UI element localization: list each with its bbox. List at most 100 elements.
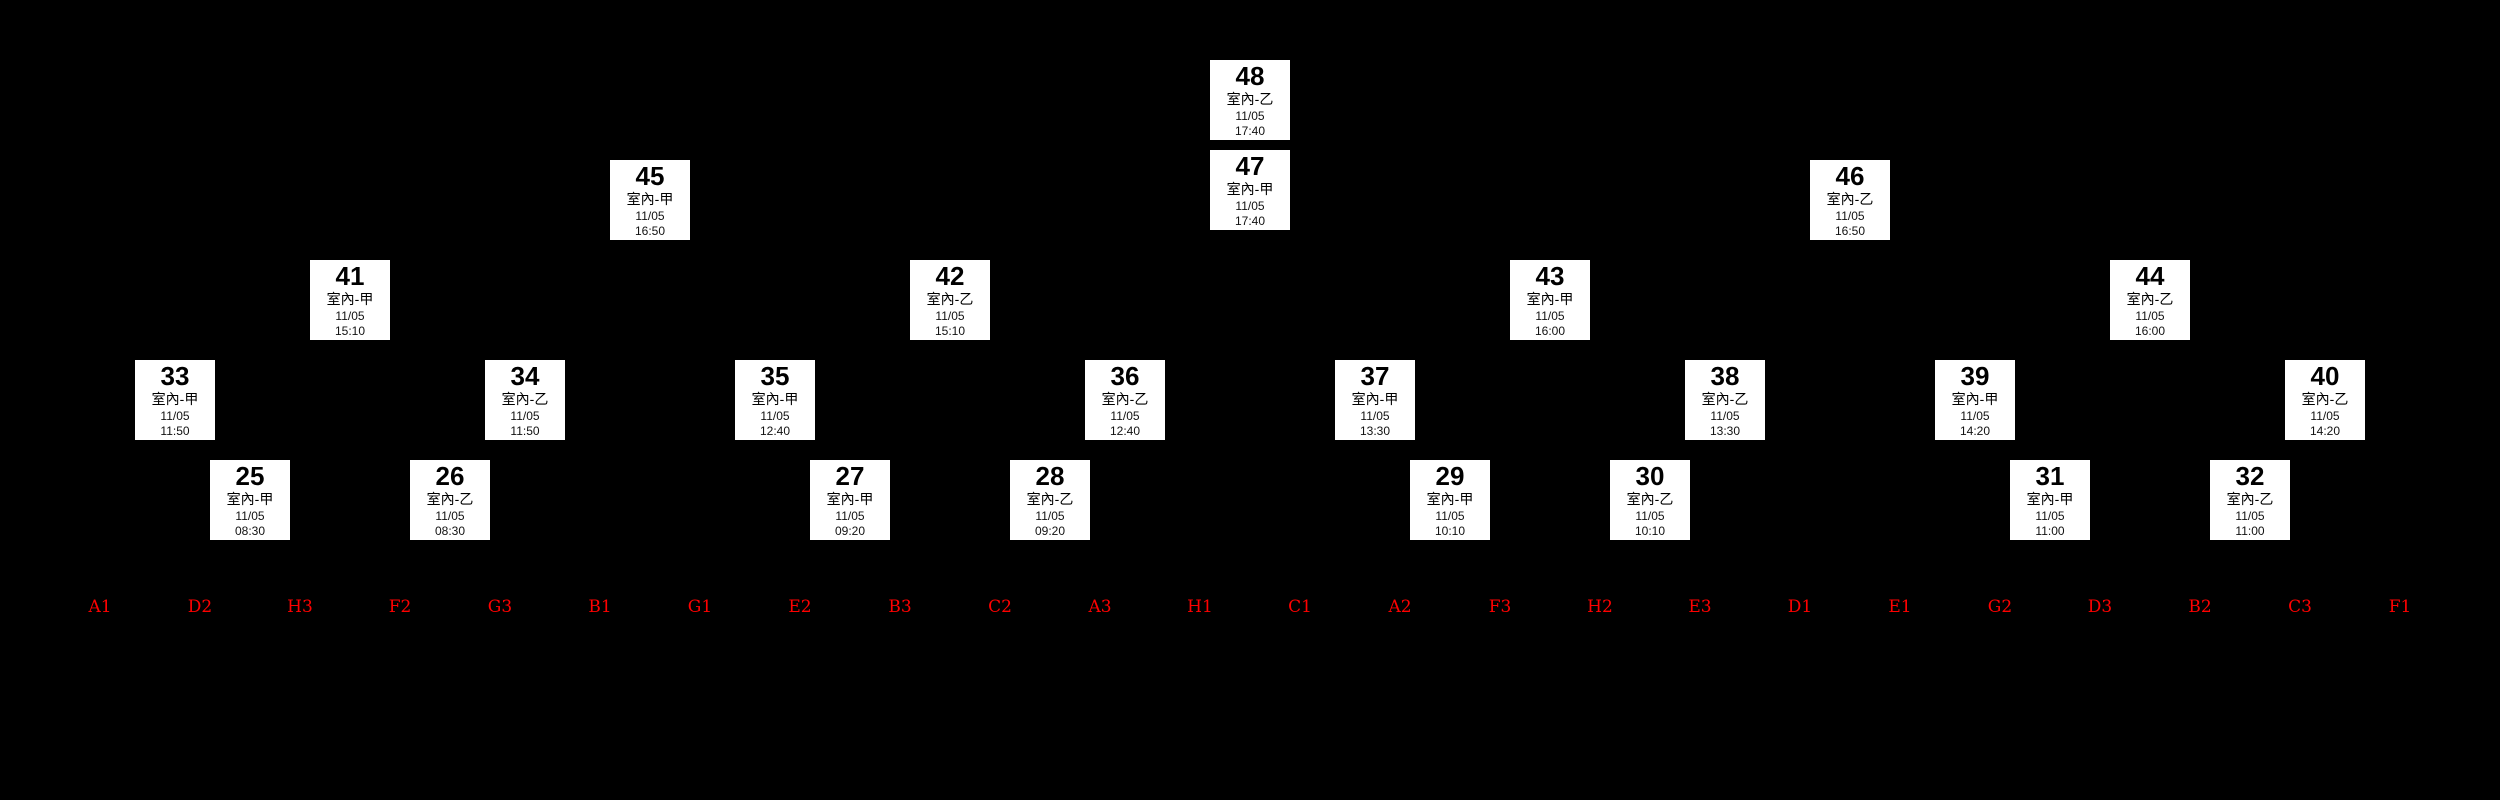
match-number: 35 [760, 361, 790, 391]
match-date: 11/05 [335, 309, 365, 323]
match-number: 46 [1835, 161, 1865, 191]
match-date: 11/05 [1035, 509, 1065, 523]
match-time: 09:20 [1034, 524, 1066, 538]
match-date: 11/05 [1235, 109, 1265, 123]
match-venue: 室內-乙 [426, 491, 474, 507]
seed-label-d2: D2 [187, 597, 213, 617]
match-venue: 室內-甲 [151, 391, 199, 407]
seed-label-e3: E3 [1688, 597, 1712, 617]
seed-label-b2: B2 [2188, 597, 2212, 617]
match-date: 11/05 [935, 309, 965, 323]
match-number: 48 [1235, 61, 1265, 91]
seed-label-g3: G3 [487, 597, 513, 617]
seed-label-h1: H1 [1187, 597, 1213, 617]
match-time: 16:50 [1834, 224, 1866, 238]
match-venue: 室內-甲 [1351, 391, 1399, 407]
match-venue: 室內-甲 [626, 191, 674, 207]
seed-label-c3: C3 [2288, 597, 2312, 617]
match-date: 11/05 [160, 409, 190, 423]
match-date: 11/05 [1435, 509, 1465, 523]
match-number: 43 [1535, 261, 1565, 291]
match-time: 17:40 [1234, 214, 1266, 228]
match-date: 11/05 [760, 409, 790, 423]
seed-label-c1: C1 [1288, 597, 1312, 617]
match-time: 16:00 [1534, 324, 1566, 338]
match-number: 30 [1635, 461, 1665, 491]
match-time: 11:00 [2035, 524, 2065, 538]
match-venue: 室內-甲 [1526, 291, 1574, 307]
match-venue: 室內-乙 [2126, 291, 2174, 307]
match-time: 15:10 [334, 324, 366, 338]
match-venue: 室內-乙 [1101, 391, 1149, 407]
seed-label-d3: D3 [2087, 597, 2113, 617]
seed-label-g2: G2 [1987, 597, 2013, 617]
seed-label-d1: D1 [1787, 597, 1813, 617]
match-date: 11/05 [2135, 309, 2165, 323]
match-time: 15:10 [934, 324, 966, 338]
match-number: 28 [1035, 461, 1065, 491]
match-time: 11:50 [510, 424, 540, 438]
match-date: 11/05 [2235, 509, 2265, 523]
seed-label-a3: A3 [1088, 597, 1112, 617]
match-time: 11:50 [160, 424, 190, 438]
match-time: 08:30 [234, 524, 266, 538]
match-venue: 室內-乙 [1226, 91, 1274, 107]
seed-label-b3: B3 [888, 597, 912, 617]
match-number: 26 [435, 461, 465, 491]
match-venue: 室內-乙 [1026, 491, 1074, 507]
match-venue: 室內-乙 [2301, 391, 2349, 407]
seed-label-h3: H3 [287, 597, 313, 617]
match-time: 11:00 [2235, 524, 2265, 538]
match-number: 47 [1235, 151, 1265, 181]
match-number: 42 [935, 261, 965, 291]
match-number: 34 [510, 361, 540, 391]
match-number: 44 [2135, 261, 2165, 291]
seed-label-a1: A1 [88, 597, 112, 617]
match-date: 11/05 [2310, 409, 2340, 423]
match-date: 11/05 [510, 409, 540, 423]
match-time: 10:10 [1634, 524, 1666, 538]
match-date: 11/05 [1635, 509, 1665, 523]
match-date: 11/05 [1360, 409, 1390, 423]
seed-label-a2: A2 [1388, 597, 1412, 617]
match-date: 11/05 [1710, 409, 1740, 423]
match-venue: 室內-甲 [1426, 491, 1474, 507]
match-time: 13:30 [1709, 424, 1741, 438]
match-date: 11/05 [1960, 409, 1990, 423]
match-time: 16:50 [634, 224, 666, 238]
seed-label-f1: F1 [2388, 597, 2412, 617]
match-venue: 室內-甲 [751, 391, 799, 407]
match-number: 45 [635, 161, 665, 191]
match-time: 16:00 [2134, 324, 2166, 338]
match-venue: 室內-乙 [1826, 191, 1874, 207]
seed-label-g1: G1 [687, 597, 713, 617]
match-number: 41 [335, 261, 365, 291]
seed-label-c2: C2 [988, 597, 1012, 617]
match-venue: 室內-甲 [826, 491, 874, 507]
match-venue: 室內-乙 [2226, 491, 2274, 507]
match-number: 40 [2310, 361, 2340, 391]
match-venue: 室內-甲 [226, 491, 274, 507]
match-time: 10:10 [1434, 524, 1466, 538]
match-venue: 室內-甲 [1226, 181, 1274, 197]
match-venue: 室內-乙 [926, 291, 974, 307]
match-number: 38 [1710, 361, 1740, 391]
match-number: 33 [160, 361, 190, 391]
match-time: 13:30 [1359, 424, 1391, 438]
match-date: 11/05 [435, 509, 465, 523]
